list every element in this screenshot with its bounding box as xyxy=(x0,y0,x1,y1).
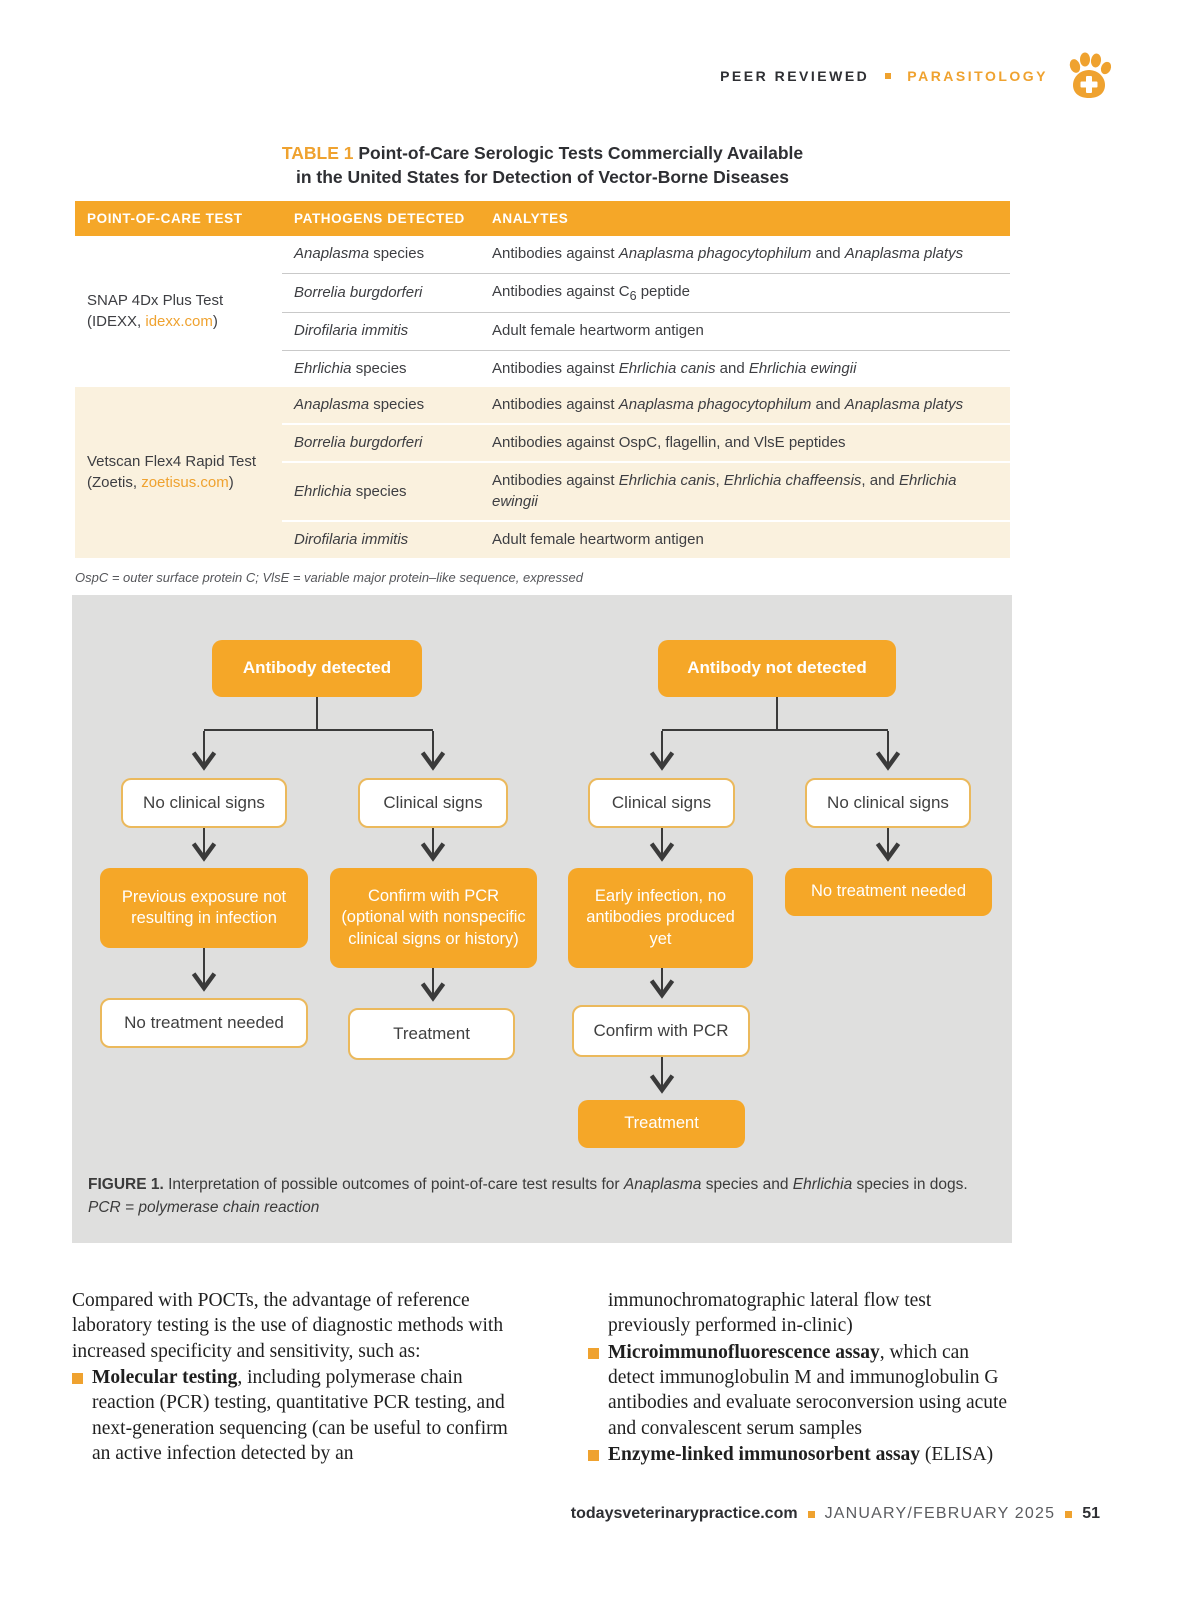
flow-node-clinical-signs-left: Clinical signs xyxy=(358,778,508,828)
list-item: Molecular testing, including polymerase … xyxy=(72,1365,524,1466)
issue-date: JANUARY/FEBRUARY 2025 xyxy=(824,1505,1056,1522)
analytes-cell: Antibodies against OspC, flagellin, and … xyxy=(480,423,1010,463)
flowchart-connectors xyxy=(191,697,901,1094)
flow-node-no-treatment-right: No treatment needed xyxy=(785,868,992,916)
table-row: Dirofilaria immitis Adult female heartwo… xyxy=(75,312,1010,351)
analytes-cell: Antibodies against Anaplasma phagocytoph… xyxy=(480,386,1010,425)
square-bullet-icon xyxy=(807,1510,815,1518)
intro-paragraph: Compared with POCTs, the advantage of re… xyxy=(72,1290,504,1362)
analytes-cell: Antibodies against Anaplasma phagocytoph… xyxy=(492,245,964,263)
paw-cross-icon xyxy=(1069,52,1112,98)
col-header-pathogens: PATHOGENS DETECTED xyxy=(282,201,480,237)
bullet-text: Enzyme-linked immunosorbent assay (ELISA… xyxy=(608,1444,994,1466)
col-header-analytes: ANALYTES xyxy=(480,201,1010,237)
page-number: 51 xyxy=(1082,1505,1100,1522)
analytes-cell: Antibodies against Ehrlichia canis and E… xyxy=(480,349,1010,387)
table-row: Vetscan Flex4 Rapid Test (Zoetis, zoetis… xyxy=(75,386,1010,559)
flow-node-antibody-not-detected: Antibody not detected xyxy=(658,640,896,697)
table-row: Borrelia burgdorferi Antibodies against … xyxy=(75,272,1010,313)
table-section: TABLE 1 Point-of-Care Serologic Tests Co… xyxy=(75,142,1010,585)
bullet-text: Molecular testing, including polymerase … xyxy=(92,1367,508,1465)
category-label: PARASITOLOGY xyxy=(907,68,1048,84)
flow-node-treatment-right: Treatment xyxy=(578,1100,745,1148)
figure-caption-line2: PCR = polymerase chain reaction xyxy=(88,1199,320,1217)
pathogen-cell: Dirofilaria immitis xyxy=(282,312,480,351)
website-link[interactable]: todaysveterinarypractice.com xyxy=(570,1505,798,1522)
table-row: SNAP 4Dx Plus Test (IDEXX, idexx.com) An… xyxy=(75,236,1010,329)
square-bullet-icon xyxy=(588,1347,599,1359)
square-bullet-icon xyxy=(885,73,892,79)
idexx-link[interactable]: idexx.com xyxy=(145,312,213,330)
table-row: Borrelia burgdorferi Antibodies against … xyxy=(75,423,1010,463)
list-item: Enzyme-linked immunosorbent assay (ELISA… xyxy=(588,1442,1014,1467)
poc-tests-table: POINT-OF-CARE TEST PATHOGENS DETECTED AN… xyxy=(75,201,1010,559)
table-row: Ehrlichia species Antibodies against Ehr… xyxy=(75,349,1010,387)
analytes-cell: Adult female heartworm antigen xyxy=(480,519,1010,559)
body-column-left: Compared with POCTs, the advantage of re… xyxy=(72,1288,524,1466)
analytes-cell: Antibodies against C6 peptide xyxy=(480,272,1010,313)
table-row: Dirofilaria immitis Adult female heartwo… xyxy=(75,519,1010,559)
masthead: PEER REVIEWED PARASITOLOGY xyxy=(720,50,1114,102)
analytes-cell: Adult female heartworm antigen xyxy=(480,312,1010,351)
pathogen-cell: Ehrlichia species xyxy=(282,461,480,521)
page-footer: todaysveterinarypractice.com JANUARY/FEB… xyxy=(571,1505,1100,1523)
square-bullet-icon xyxy=(72,1373,83,1385)
zoetis-link[interactable]: zoetisus.com xyxy=(141,473,229,491)
test-name-cell: SNAP 4Dx Plus Test (IDEXX, idexx.com) xyxy=(87,292,224,330)
flow-node-clinical-signs-right: Clinical signs xyxy=(588,778,735,828)
flow-node-no-treatment-left: No treatment needed xyxy=(100,998,308,1048)
pathogen-cell: Borrelia burgdorferi xyxy=(282,272,480,313)
analytes-cell: Antibodies against Ehrlichia canis, Ehrl… xyxy=(480,461,1010,521)
figure-caption: FIGURE 1. Interpretation of possible out… xyxy=(88,1173,996,1220)
flow-node-previous-exposure: Previous exposure not resulting in infec… xyxy=(100,868,308,948)
flow-node-no-clinical-signs-right: No clinical signs xyxy=(805,778,971,828)
figure-panel: Antibody detected Antibody not detected … xyxy=(72,595,1012,1243)
flow-node-treatment-left: Treatment xyxy=(348,1008,515,1060)
bullet-text: Microimmunofluorescence assay, which can… xyxy=(608,1341,1008,1439)
bullet-continuation-text: immunochromatographic lateral flow test … xyxy=(608,1290,932,1337)
peer-reviewed-label: PEER REVIEWED xyxy=(720,68,870,84)
table-footnote: OspC = outer surface protein C; VlsE = v… xyxy=(75,570,583,586)
pathogen-cell: Ehrlichia species xyxy=(282,349,480,387)
test-name-cell: Vetscan Flex4 Rapid Test (Zoetis, zoetis… xyxy=(75,386,282,559)
flow-node-no-clinical-signs-left: No clinical signs xyxy=(121,778,287,828)
table-header-row: POINT-OF-CARE TEST PATHOGENS DETECTED AN… xyxy=(75,201,1010,237)
pathogen-cell: Dirofilaria immitis xyxy=(282,519,480,559)
square-bullet-icon xyxy=(588,1450,599,1462)
col-header-test: POINT-OF-CARE TEST xyxy=(75,201,282,237)
pathogen-cell: Anaplasma species xyxy=(282,386,480,425)
pathogen-cell: Anaplasma species xyxy=(294,245,425,263)
table-label: TABLE 1 xyxy=(281,143,354,163)
figure-caption-line1: FIGURE 1. Interpretation of possible out… xyxy=(88,1176,968,1193)
body-column-right: immunochromatographic lateral flow test … xyxy=(588,1288,1014,1467)
table-row: Ehrlichia species Antibodies against Ehr… xyxy=(75,461,1010,521)
flow-node-antibody-detected: Antibody detected xyxy=(212,640,422,697)
flow-node-confirm-pcr-optional: Confirm with PCR (optional with nonspeci… xyxy=(330,868,537,968)
list-item: Microimmunofluorescence assay, which can… xyxy=(588,1340,1014,1441)
pathogen-cell: Borrelia burgdorferi xyxy=(282,423,480,463)
table-title: TABLE 1 Point-of-Care Serologic Tests Co… xyxy=(281,143,804,187)
square-bullet-icon xyxy=(1065,1510,1073,1518)
flow-node-confirm-pcr: Confirm with PCR xyxy=(572,1005,750,1057)
flow-node-early-infection: Early infection, no antibodies produced … xyxy=(568,868,753,968)
